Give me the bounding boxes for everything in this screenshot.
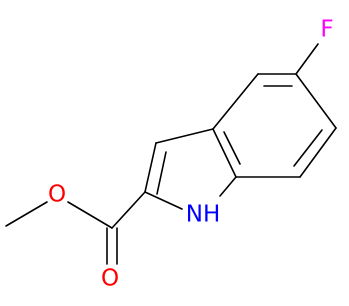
bond-carbonyl-ester-o <box>67 201 113 229</box>
indole-nitrogen-atom-label: NH <box>186 202 221 228</box>
bond-ester-o-methyl <box>5 201 48 227</box>
carbonyl-oxygen-atom-label: O <box>101 266 119 292</box>
bond-c2-n1 <box>144 191 183 210</box>
ester-oxygen-atom-label: O <box>48 182 66 208</box>
bond-c7a-c3a <box>212 128 237 178</box>
bond-c3-c2 <box>144 142 157 193</box>
bond-c3a-c4 <box>212 73 259 130</box>
bond-c3-c2-double <box>156 151 167 195</box>
fluorine-atom-label: F <box>320 17 333 43</box>
benzene-ring <box>212 73 337 178</box>
bond-n1-c7a <box>219 176 237 197</box>
bond-c5-f <box>295 43 319 75</box>
bond-c6-c7-double <box>293 129 323 167</box>
pyrrole-ring <box>144 128 237 210</box>
ester-group <box>5 191 146 265</box>
bond-c7a-c3a-double <box>223 131 241 165</box>
bond-c6-c7 <box>299 127 337 178</box>
bond-c2-carbonyl <box>111 191 146 229</box>
bond-c5-c6 <box>295 73 337 129</box>
bond-c3a-c3 <box>155 128 214 144</box>
